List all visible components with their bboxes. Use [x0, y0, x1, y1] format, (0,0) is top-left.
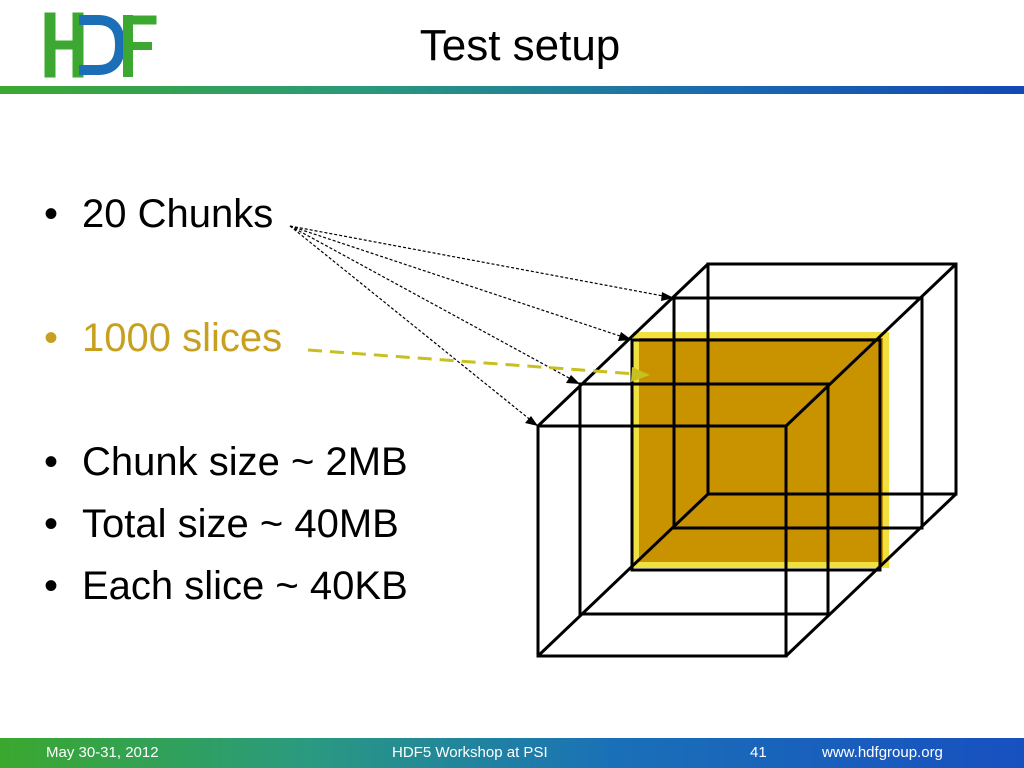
bullet-marker: •	[44, 316, 59, 360]
arrowhead	[661, 292, 674, 301]
footer-page-number: 41	[750, 744, 767, 761]
bullet-text: 1000 slices	[82, 316, 283, 360]
bullet-marker: •	[44, 192, 59, 236]
bullet-item-highlight: • 1000 slices	[44, 314, 282, 362]
chunk-box-2	[630, 338, 882, 572]
bullet-text: Each slice ~ 40KB	[82, 564, 408, 608]
hdf-logo	[44, 12, 157, 78]
bullet-text: 20 Chunks	[82, 192, 274, 236]
title-divider	[0, 86, 1024, 94]
bullet-text: Chunk size ~ 2MB	[82, 440, 408, 484]
bullet-item: • Each slice ~ 40KB	[44, 562, 408, 610]
chunk-box-1	[578, 382, 830, 616]
chunk-box-front	[536, 424, 788, 658]
chunk-pointer-arrows	[289, 225, 675, 427]
arrowhead	[566, 375, 580, 384]
bullet-marker: •	[44, 502, 59, 546]
chunk-arrow	[289, 225, 581, 385]
slice-pointer-arrow	[307, 348, 637, 376]
bullet-item: • 20 Chunks	[44, 190, 273, 238]
chunk-box-back	[706, 262, 958, 496]
bullet-text: Total size ~ 40MB	[82, 502, 399, 546]
chunk-cube	[536, 262, 958, 658]
arrowhead	[618, 332, 632, 341]
arrowhead	[525, 416, 538, 426]
footer-bar: May 30-31, 2012 HDF5 Workshop at PSI 41 …	[0, 738, 1024, 768]
bullet-item: • Total size ~ 40MB	[44, 500, 399, 548]
chunk-arrow	[289, 225, 633, 341]
footer-event: HDF5 Workshop at PSI	[392, 744, 548, 761]
bullet-marker: •	[44, 564, 59, 608]
chunk-arrow	[289, 225, 539, 427]
footer-url: www.hdfgroup.org	[822, 744, 943, 761]
chunk-arrow	[289, 225, 675, 299]
cube-edge	[536, 262, 710, 428]
chunk-box-3	[672, 296, 924, 530]
bullet-marker: •	[44, 440, 59, 484]
footer-date: May 30-31, 2012	[46, 744, 159, 761]
chunk-arrowheads	[525, 292, 674, 426]
slice-arrowhead	[631, 367, 650, 382]
cube-edge	[784, 492, 958, 658]
cube-edge	[536, 492, 710, 658]
cube-edge	[784, 262, 958, 428]
slide-title: Test setup	[419, 21, 621, 70]
bullet-item: • Chunk size ~ 2MB	[44, 438, 408, 486]
